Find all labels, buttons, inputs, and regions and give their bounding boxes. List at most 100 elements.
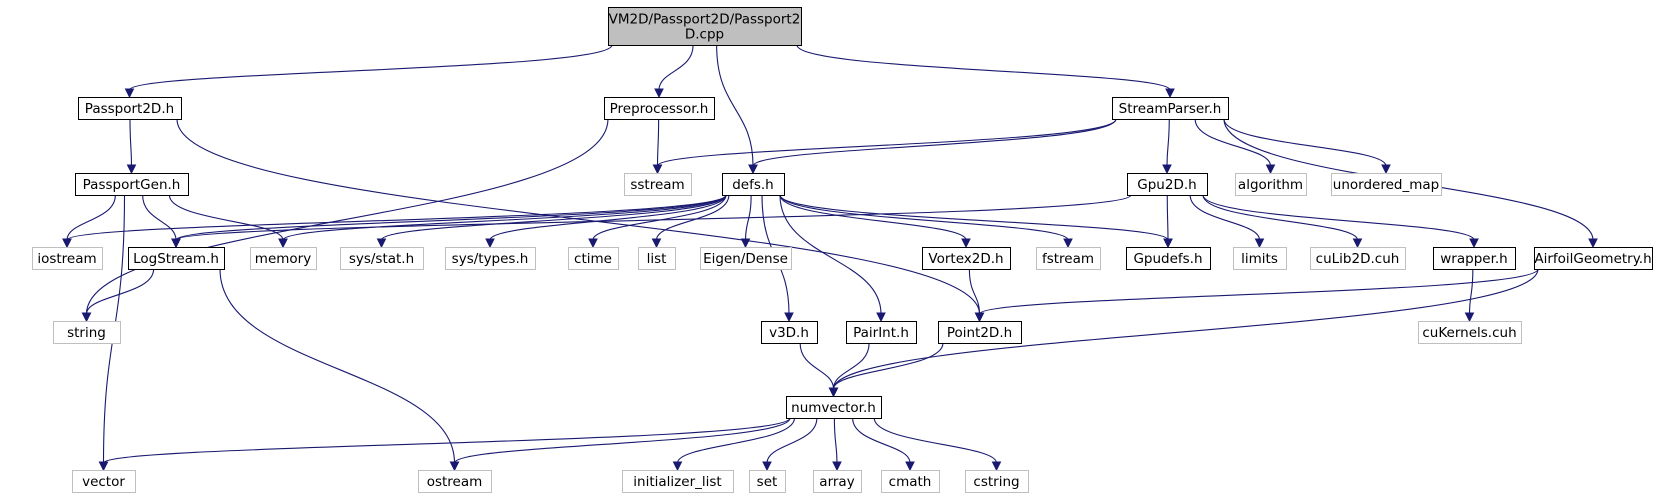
edge-logstream-to-ostream [219,268,456,464]
node-wrapper[interactable]: wrapper.h [1433,247,1516,270]
node-label-numvector: numvector.h [791,400,876,416]
node-preprocessor[interactable]: Preprocessor.h [604,97,715,120]
node-set: set [749,470,786,493]
node-string: string [53,321,121,344]
node-vortex2d[interactable]: Vortex2D.h [922,247,1011,270]
node-label-ostream: ostream [427,474,483,490]
node-box-ctime [568,247,619,270]
node-pairint[interactable]: PairInt.h [846,321,917,344]
node-box-logstream [128,247,225,270]
node-box-gpu2d [1127,173,1208,196]
edge-root-to-preprocessor [658,44,694,91]
node-ctime: ctime [568,247,619,270]
node-box-vortex2d [922,247,1011,270]
arrowhead-root-to-streamparser [1165,88,1175,99]
edge-numvector-to-cmath [852,417,911,464]
node-streamparser[interactable]: StreamParser.h [1112,97,1229,120]
edge-numvector-to-ostream [453,417,791,464]
node-eigendense: Eigen/Dense [700,247,792,270]
node-label-set: set [757,474,778,490]
node-numvector[interactable]: numvector.h [786,396,882,419]
node-label-cukernels: cuKernels.cuh [1422,325,1516,341]
node-label-algorithm: algorithm [1238,177,1303,193]
edge-airfoil-to-numvector [832,268,1539,390]
node-label-cstring: cstring [973,474,1019,490]
node-label-memory: memory [255,251,311,267]
node-passportgen[interactable]: PassportGen.h [75,173,189,196]
arrowhead-numvector-to-ostream [449,461,460,472]
edge-passportgen-to-memory [168,194,284,241]
node-box-cukernels [1418,321,1522,344]
arrowhead-gpu2d-to-logstream [171,238,181,249]
node-v3d[interactable]: v3D.h [761,321,818,344]
node-box-culib2d [1310,247,1406,270]
node-memory: memory [250,247,317,270]
arrowhead-gpu2d-to-limits [1254,238,1265,249]
node-cmath: cmath [881,470,940,493]
node-logstream[interactable]: LogStream.h [128,247,225,270]
node-label-limits: limits [1241,251,1278,267]
node-defs[interactable]: defs.h [722,173,785,196]
node-label-systypes: sys/types.h [452,251,529,267]
node-box-streamparser [1112,97,1229,120]
node-box-passport2d [78,97,182,120]
node-sstream: sstream [624,173,692,196]
edge-numvector-to-cstring [873,417,998,464]
node-point2d[interactable]: Point2D.h [938,321,1022,344]
node-box-set [749,470,786,493]
arrowhead-defs-to-eigendense [740,238,751,249]
node-sysstat: sys/stat.h [340,247,424,270]
arrowhead-defs-to-v3d [784,312,794,323]
edge-passportgen-to-logstream [142,194,177,241]
edge-numvector-to-array [833,417,838,464]
edge-root-to-passport2d [128,44,613,91]
node-box-cmath [881,470,940,493]
edge-gpu2d-to-wrapper [1202,194,1475,241]
node-box-root [608,7,802,46]
node-box-preprocessor [604,97,715,120]
node-box-fstream [1036,247,1101,270]
node-box-wrapper [1433,247,1516,270]
node-root[interactable]: VM2D/Passport2D/Passport2D.cpp [608,7,802,46]
node-box-pairint [846,321,917,344]
node-box-initializer_list [622,470,734,493]
node-culib2d: cuLib2D.cuh [1310,247,1406,270]
arrowhead-gpu2d-to-culib2d [1352,238,1363,249]
edge-passportgen-to-iostream [66,194,116,241]
edge-streamparser-to-algorithm [1194,118,1272,167]
edge-pairint-to-numvector [832,342,870,390]
node-box-vector [72,470,136,493]
node-box-defs [722,173,785,196]
node-gpu2d[interactable]: Gpu2D.h [1127,173,1208,196]
node-iostream: iostream [32,247,103,270]
node-passport2d[interactable]: Passport2D.h [78,97,182,120]
arrowhead-defs-to-systypes [485,238,495,249]
edge-preprocessor-to-sstream [656,118,660,167]
edge-gpu2d-to-gpudefs [1166,194,1169,241]
edge-streamparser-to-defs [752,118,1117,167]
arrowhead-defs-to-ctime [588,238,598,249]
edge-defs-to-fstream [779,194,1069,241]
node-label-fstream: fstream [1042,251,1094,267]
node-box-airfoil [1534,247,1653,270]
node-box-unordered_map [1331,173,1442,196]
arrowhead-numvector-to-cmath [905,461,915,472]
edge-streamparser-to-gpu2d [1166,118,1170,167]
node-airfoil[interactable]: AirfoilGeometry.h [1534,247,1653,270]
node-label-list: list [647,251,667,267]
arrowhead-numvector-to-set [762,461,772,472]
node-box-systypes [445,247,536,270]
node-box-point2d [938,321,1022,344]
arrowhead-streamparser-to-defs [748,164,758,175]
node-label-passport2d: Passport2D.h [85,101,174,117]
arrowhead-streamparser-to-unordered_map [1381,164,1391,175]
edge-vortex2d-to-point2d [968,268,981,315]
node-gpudefs[interactable]: Gpudefs.h [1126,247,1211,270]
arrowhead-gpu2d-to-gpudefs [1163,238,1173,249]
node-label-logstream: LogStream.h [133,251,219,267]
arrowhead-defs-to-pairint [876,312,886,323]
node-box-list [638,247,676,270]
edge-airfoil-to-point2d [978,268,1539,315]
arrowhead-defs-to-sysstat [376,238,387,249]
arrowhead-streamparser-to-sstream [652,164,663,175]
